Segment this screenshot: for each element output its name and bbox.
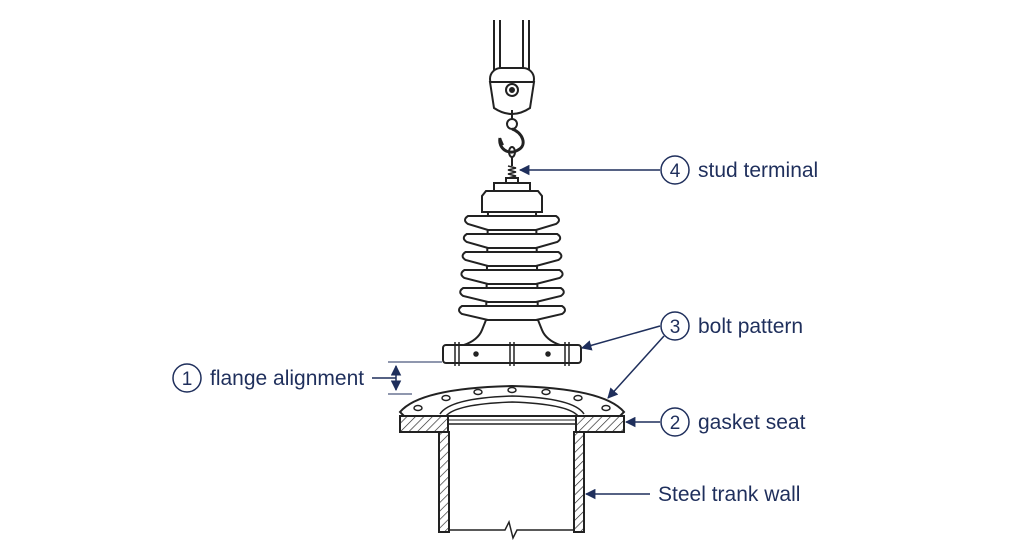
callout-flange-alignment: 1 flange alignment	[172, 361, 442, 395]
callout-label: bolt pattern	[698, 315, 803, 338]
bolt-hole	[601, 404, 611, 412]
callout-number: 3	[670, 317, 681, 338]
tank-flange-section-right	[575, 415, 625, 433]
terminal-cap	[493, 182, 531, 192]
tank-wall-left	[438, 431, 450, 533]
porcelain-sheds	[458, 215, 566, 321]
callout-label: gasket seat	[698, 411, 806, 434]
callout-bolt-pattern: 3 bolt pattern	[580, 311, 803, 399]
bushing-top-cap	[481, 190, 543, 213]
bolt-hole	[441, 394, 451, 402]
gasket-ring	[439, 395, 585, 415]
tank-flange-top	[398, 384, 626, 417]
callouts: 4 stud terminal 3 bolt pattern 1 flange …	[172, 155, 818, 506]
porcelain-shed	[460, 269, 564, 285]
bolt-hole	[507, 386, 517, 394]
tank-flange-bolt-holes	[413, 386, 611, 412]
porcelain-shed	[464, 215, 560, 231]
porcelain-shed	[458, 305, 566, 321]
callout-label: stud terminal	[698, 159, 818, 182]
bushing-flange-bolts	[454, 342, 570, 366]
porcelain-shed	[461, 251, 563, 267]
callout-gasket-seat: 2 gasket seat	[624, 407, 806, 437]
bolt-hole	[473, 388, 483, 396]
tank-wall-right	[573, 431, 585, 533]
bushing	[442, 182, 582, 366]
break-line	[449, 519, 574, 541]
hoist-assembly	[488, 20, 536, 184]
callout-number: 4	[670, 161, 681, 182]
bushing-flange	[442, 344, 582, 364]
porcelain-shed	[462, 233, 562, 249]
tank-flange-section-left	[399, 415, 449, 433]
tank-flange-assembly	[398, 384, 626, 541]
callout-label: flange alignment	[210, 367, 364, 390]
callout-steel-tank-wall: Steel trank wall	[584, 483, 800, 506]
bolt-hole	[573, 394, 583, 402]
bushing-neck	[463, 319, 561, 346]
callout-number: 2	[670, 413, 681, 434]
pulley-block	[488, 67, 536, 120]
callout-label: Steel trank wall	[658, 483, 800, 506]
callout-number: 1	[182, 369, 193, 390]
porcelain-shed	[459, 287, 565, 303]
bolt-hole	[413, 404, 423, 412]
crane-hook	[498, 118, 525, 154]
bolt-hole	[541, 388, 551, 396]
gasket-ring-inner	[445, 401, 579, 417]
callout-stud-terminal: 4 stud terminal	[518, 155, 818, 185]
